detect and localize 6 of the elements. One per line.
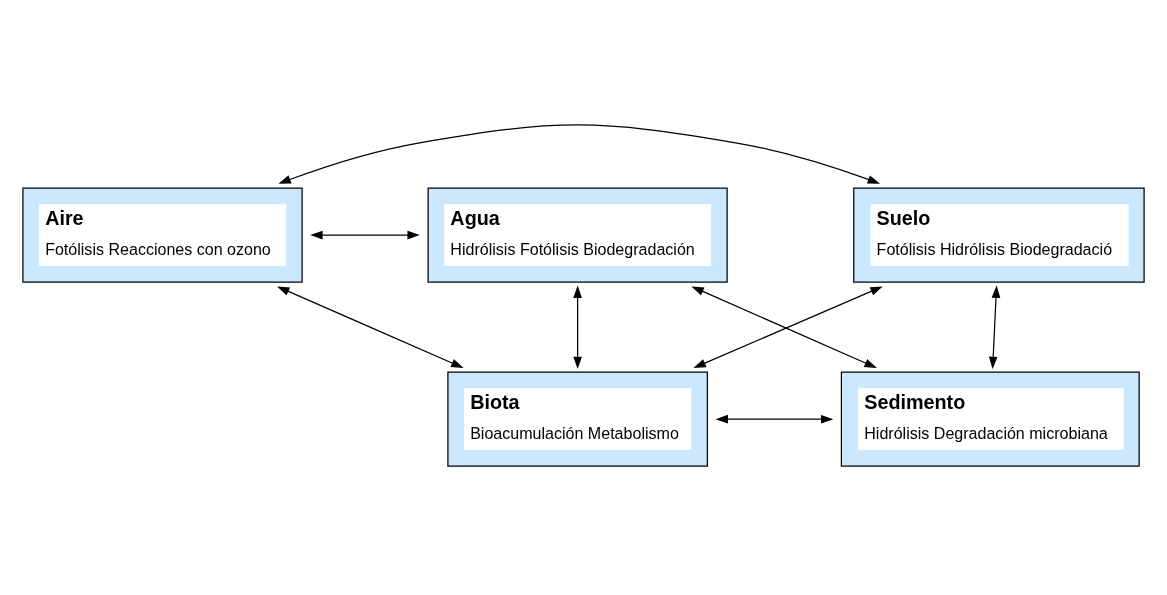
arrow [573,285,582,369]
arrow [715,414,834,423]
arrow [988,285,1001,369]
arrow [310,230,420,239]
arrow [277,285,464,368]
arrow [278,123,881,184]
